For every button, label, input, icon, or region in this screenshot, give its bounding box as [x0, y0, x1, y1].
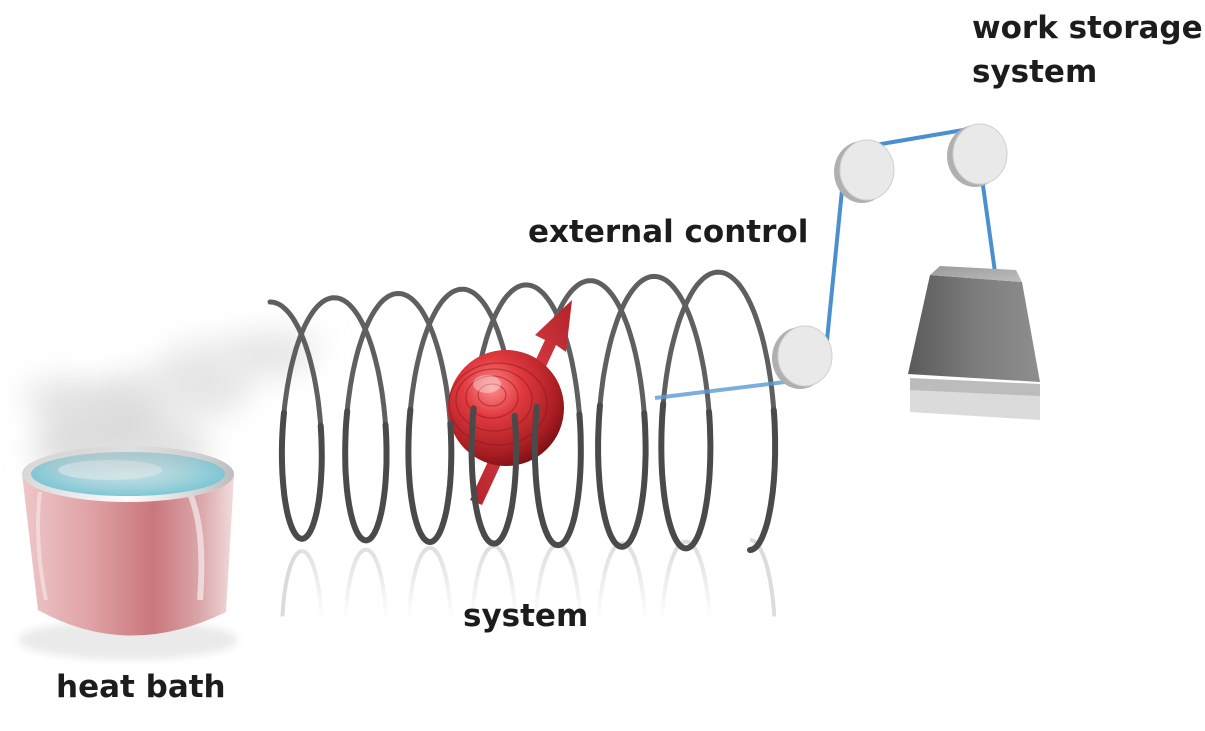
coil-segment — [471, 282, 582, 417]
pulley-top-left — [834, 139, 895, 203]
pulley-bottom — [772, 325, 833, 389]
coil-segment — [281, 295, 388, 428]
label-heat-bath: heat bath — [56, 669, 226, 705]
coil-front — [278, 400, 779, 553]
weight-block — [908, 266, 1040, 420]
coil-segment — [597, 273, 712, 415]
coil-segment — [278, 409, 325, 542]
label-work-storage-line1: work storage — [972, 10, 1203, 46]
reflection-fade — [300, 540, 720, 620]
coil-segment — [658, 400, 714, 552]
coil-segment — [344, 290, 453, 426]
belt — [824, 125, 997, 351]
label-work-storage-line2: system — [972, 54, 1098, 90]
coil-reflection-segment — [749, 538, 777, 617]
label-system: system — [463, 598, 589, 634]
coil-segment — [531, 403, 584, 549]
coil-segment — [342, 408, 390, 544]
label-external-control: external control — [528, 214, 809, 250]
coil-segment — [267, 299, 324, 429]
label-work-storage-system: work storage system — [972, 6, 1203, 94]
coil-segment — [405, 406, 455, 546]
belt-segment — [654, 380, 786, 400]
coil-segment — [747, 407, 779, 553]
coil-segment — [468, 405, 520, 547]
coil-segment — [660, 269, 777, 413]
pulley-top-right — [947, 123, 1008, 187]
coil-segment — [595, 402, 649, 550]
work-storage-system — [772, 123, 1040, 420]
